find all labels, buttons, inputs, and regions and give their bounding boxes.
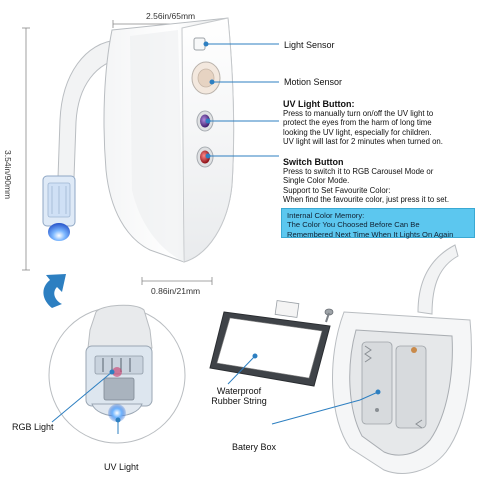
height-dimension: 3.54in/90mm bbox=[3, 150, 13, 200]
switch-button-description: Switch Button Press to switch it to RGB … bbox=[283, 157, 493, 205]
color-memory-line: The Color You Choosed Before Can Be bbox=[287, 220, 420, 230]
color-memory-box: Internal Color Memory: The Color You Cho… bbox=[281, 208, 475, 239]
uv-button-line: protect the eyes from the harm of long t… bbox=[283, 118, 432, 128]
screw-icon bbox=[324, 308, 334, 323]
uv-button-title: UV Light Button: bbox=[283, 99, 355, 109]
uv-button-description: UV Light Button: Press to manually turn … bbox=[283, 99, 493, 147]
height-dimension-line bbox=[22, 27, 30, 271]
device-body bbox=[103, 17, 235, 263]
uv-button-line: looking the UV light, especially for chi… bbox=[283, 127, 432, 137]
waterproof-label: Waterproof Rubber String bbox=[204, 386, 274, 406]
depth-dimension: 0.86in/21mm bbox=[151, 286, 201, 296]
switch-button[interactable] bbox=[196, 146, 214, 168]
uv-light-label: UV Light bbox=[104, 462, 139, 472]
callout-lines-bottom-left bbox=[51, 369, 121, 434]
callout-lines-bottom-right bbox=[227, 353, 381, 425]
uv-button-line: UV light will last for 2 minutes when tu… bbox=[283, 137, 443, 147]
motion-sensor bbox=[191, 61, 221, 95]
battery-box-label: Batery Box bbox=[232, 442, 277, 452]
rgb-led-head bbox=[42, 175, 76, 241]
curved-arrow-icon bbox=[43, 274, 66, 308]
light-sensor-label: Light Sensor bbox=[284, 40, 335, 50]
waterproof-rubber-pad bbox=[209, 300, 331, 387]
led-closeup bbox=[48, 304, 186, 444]
battery-box bbox=[332, 311, 472, 474]
waterproof-label-line: Rubber String bbox=[211, 396, 267, 406]
uv-button-line: Press to manually turn on/off the UV lig… bbox=[283, 109, 434, 118]
color-memory-line: Internal Color Memory: bbox=[287, 211, 365, 220]
width-dimension: 2.56in/65mm bbox=[146, 11, 196, 21]
uv-light-button[interactable] bbox=[196, 110, 214, 132]
waterproof-label-line: Waterproof bbox=[216, 386, 262, 396]
depth-dimension-line bbox=[141, 277, 213, 285]
switch-button-line: Support to Set Favourite Color: bbox=[283, 185, 391, 195]
rgb-light-label: RGB Light bbox=[12, 422, 54, 432]
switch-button-title: Switch Button bbox=[283, 157, 344, 167]
light-sensor bbox=[193, 37, 206, 51]
color-memory-line: Remembered Next Time When It Lights On A… bbox=[287, 229, 454, 239]
motion-sensor-label: Motion Sensor bbox=[284, 77, 343, 87]
switch-button-line: Press to switch it to RGB Carousel Mode … bbox=[283, 167, 434, 176]
callout-lines-top bbox=[203, 41, 279, 159]
switch-button-line: When find the favourite color, just pres… bbox=[283, 195, 449, 205]
switch-button-line: Single Color Mode. bbox=[283, 176, 350, 186]
flexible-arm-bottom bbox=[417, 244, 459, 315]
